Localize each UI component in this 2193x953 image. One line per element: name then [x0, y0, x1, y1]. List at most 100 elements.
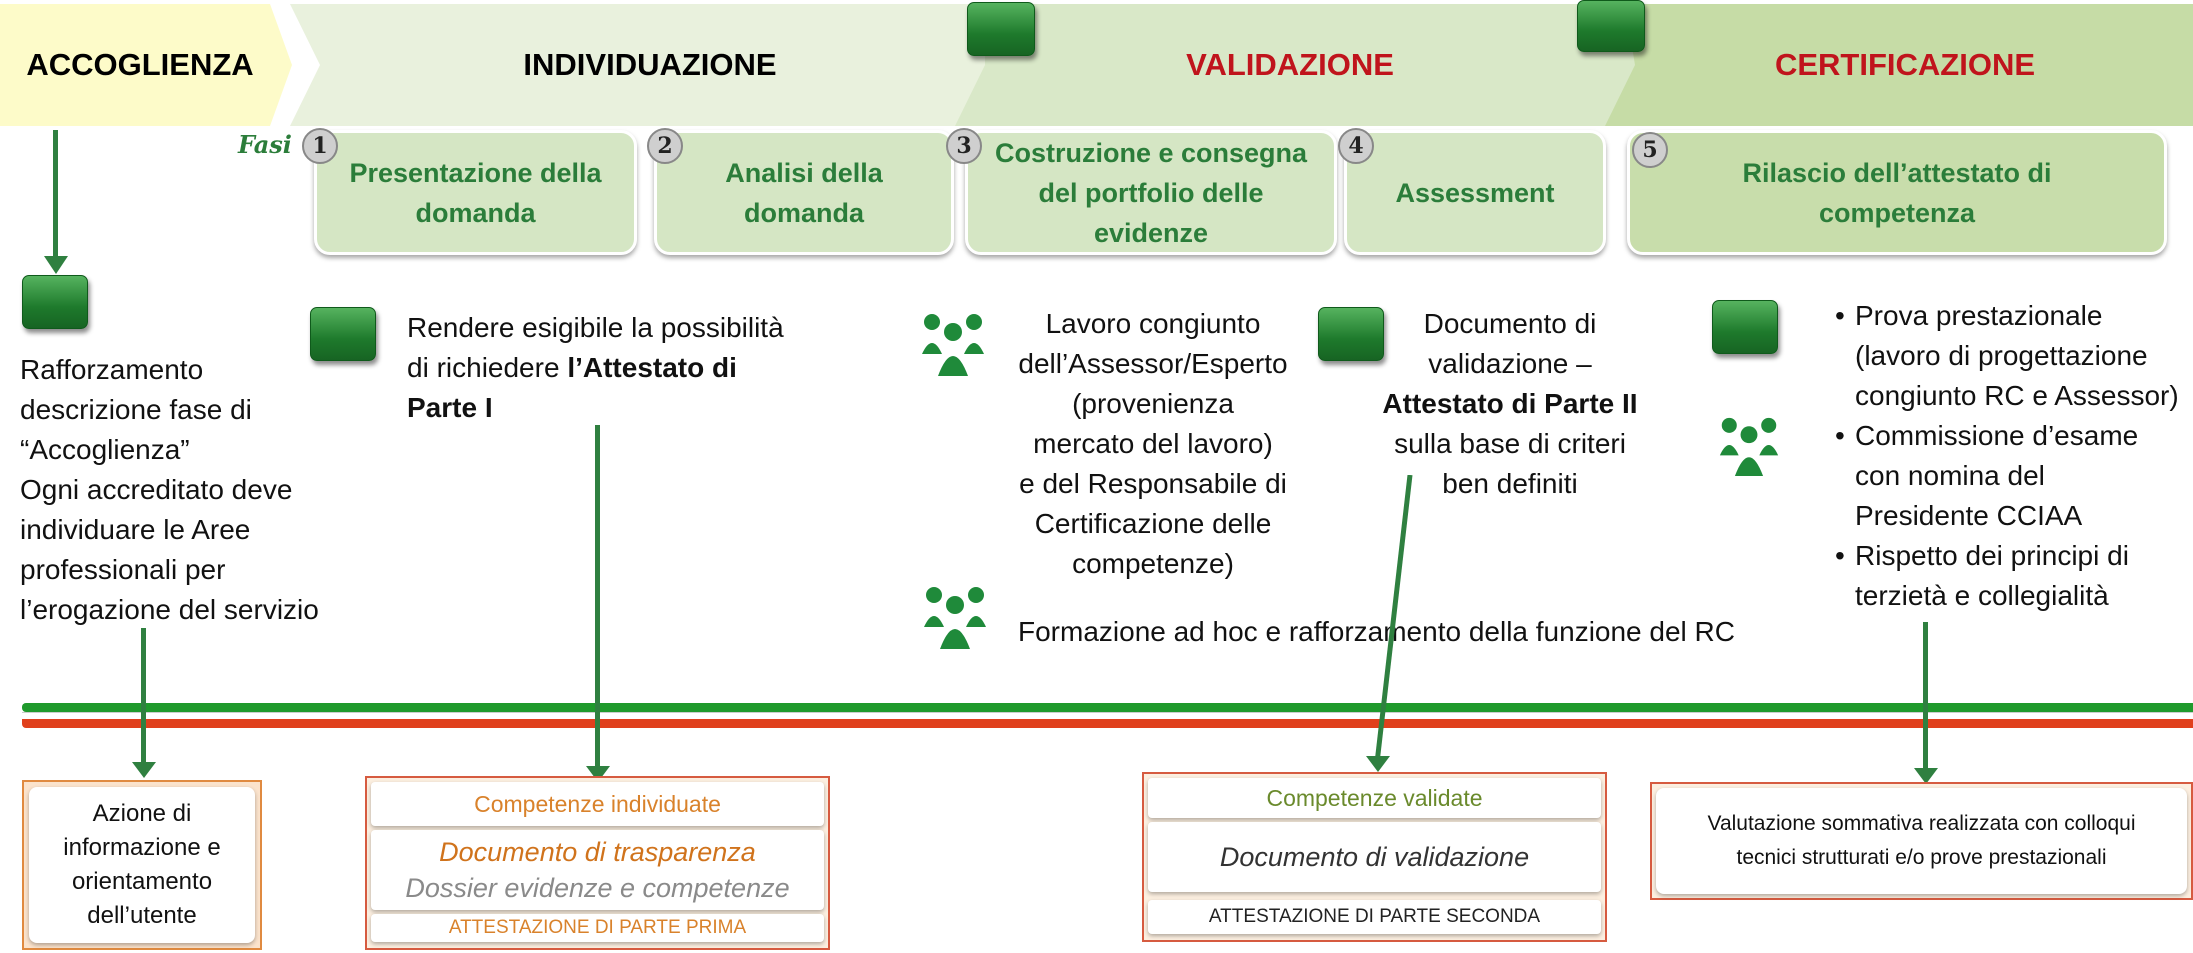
fasi-label: Fasi [238, 130, 292, 159]
step-number-1: 1 [302, 128, 338, 164]
text-line: orientamento [71, 868, 213, 895]
text-bold: Attestato di Parte II [1382, 388, 1638, 419]
chevron-accoglienza [0, 4, 292, 126]
text-line: Documento di trasparenza [439, 837, 756, 867]
output-card: Azione di informazione e orientamento de… [29, 787, 255, 943]
text-line: l’erogazione del servizio [20, 594, 319, 625]
step-2: Analisi della domanda [654, 130, 954, 255]
output-row: ATTESTAZIONE DI PARTE PRIMA [371, 914, 824, 942]
timeline-red [22, 719, 2193, 728]
phase-label: INDIVIDUAZIONE [523, 47, 777, 82]
text-line: congiunto RC e Assessor) [1855, 380, 2179, 411]
connector-line [1923, 622, 1928, 772]
output-row: Competenze validate [1148, 778, 1601, 818]
output-validazione: Competenze validate Documento di validaz… [1142, 772, 1607, 942]
phase-individuazione: INDIVIDUAZIONE [320, 4, 980, 126]
text-line: Lavoro congiunto [1045, 308, 1261, 339]
text-line: Valutazione sommativa realizzata con col… [1707, 812, 2136, 835]
text-line: (provenienza [1072, 388, 1234, 419]
validazione-description: Lavoro congiunto dell’Assessor/Esperto (… [998, 304, 1308, 584]
text-line: Rendere esigibile la possibilità [407, 312, 784, 343]
text-bold: l’Attestato di [567, 352, 737, 383]
text-line: descrizione fase di [20, 394, 252, 425]
step-number-3: 3 [946, 128, 982, 164]
connector-line [141, 628, 146, 766]
bullet-dot: • [1835, 540, 1845, 571]
text-line: Presidente CCIAA [1855, 500, 2083, 531]
arrow-head [132, 762, 156, 778]
output-row: Competenze individuate [371, 782, 824, 826]
step-4: Assessment [1344, 130, 1606, 255]
step-number-5: 5 [1632, 132, 1668, 168]
text-bold: Parte I [407, 392, 493, 423]
step-number-4: 4 [1338, 128, 1374, 164]
output-row-title: Documento di trasparenza Dossier evidenz… [371, 830, 824, 910]
connector-line [53, 130, 58, 260]
text-line: mercato del lavoro) [1033, 428, 1273, 459]
text-line: Dossier evidenze e competenze [405, 873, 790, 903]
step-label: Presentazione della domanda [349, 157, 602, 228]
step-label: Analisi della domanda [725, 157, 883, 228]
output-row-title: Documento di validazione [1148, 822, 1601, 892]
chevron-validazione [955, 4, 1655, 126]
chevron-certificazione [1605, 4, 2193, 126]
text-line: dell’Assessor/Esperto [1018, 348, 1288, 379]
text-line: Certificazione delle [1034, 508, 1272, 539]
phase-label: ACCOGLIENZA [26, 47, 254, 82]
output-card: Valutazione sommativa realizzata con col… [1656, 788, 2187, 894]
step-number-2: 2 [647, 128, 683, 164]
text-line: individuare le Aree [20, 514, 251, 545]
step-label: Rilascio dell’attestato di competenza [1742, 157, 2052, 228]
green-marker [22, 275, 88, 329]
text-line: Parte I [407, 388, 784, 428]
text-line: Ogni accreditato deve [20, 474, 293, 505]
text-line: tecnici strutturati e/o prove prestazion… [1736, 846, 2107, 869]
green-marker [1318, 307, 1384, 361]
connector-line [595, 425, 600, 770]
people-icon [920, 310, 986, 378]
text-line: sulla base di criteri [1394, 428, 1626, 459]
text-line: Commissione d’esame [1855, 420, 2139, 451]
formazione-text: Formazione ad hoc e rafforzamento della … [1018, 616, 1735, 647]
text-part: di richiedere [407, 352, 568, 383]
text-line: competenze) [1072, 548, 1234, 579]
bullet-item: • Rispetto dei principi di terzietà e co… [1835, 536, 2190, 616]
people-icon [1718, 413, 1780, 479]
text-line: ben definiti [1442, 468, 1578, 499]
text-line: di richiedere l’Attestato di [407, 348, 784, 388]
phase-chevrons [0, 4, 2193, 126]
text-line: validazione – [1428, 348, 1592, 379]
text-line: terzietà e collegialità [1855, 580, 2109, 611]
arrow-head [1914, 768, 1938, 784]
text-line: Prova prestazionale [1855, 300, 2103, 331]
phase-label: VALIDAZIONE [1186, 47, 1394, 82]
text-line: e del Responsabile di [1019, 468, 1287, 499]
accoglienza-description: Rafforzamento descrizione fase di “Accog… [20, 350, 319, 630]
connector-line-diagonal [1374, 475, 1413, 764]
text-line: Documento di [1423, 308, 1597, 339]
bullet-dot: • [1835, 420, 1845, 451]
text-line: professionali per [20, 554, 226, 585]
output-row: ATTESTAZIONE DI PARTE SECONDA [1148, 900, 1601, 934]
chevron-individuazione [290, 4, 1015, 126]
text-line: (lavoro di progettazione [1855, 340, 2148, 371]
arrow-head [1366, 756, 1390, 772]
step-3: Costruzione e consegna del portfolio del… [965, 130, 1337, 255]
bullet-dot: • [1835, 300, 1845, 331]
green-marker [967, 2, 1035, 56]
step-label: Assessment [1395, 177, 1555, 208]
output-certificazione: Valutazione sommativa realizzata con col… [1650, 782, 2193, 900]
assessment-description: Documento di validazione – Attestato di … [1370, 304, 1650, 504]
timeline-white [22, 712, 2193, 720]
bullet-item: • Prova prestazionale (lavoro di progett… [1835, 296, 2190, 416]
certificazione-bullets: • Prova prestazionale (lavoro di progett… [1835, 296, 2190, 616]
green-marker [310, 307, 376, 361]
step-label: Costruzione e consegna del portfolio del… [994, 137, 1308, 248]
timeline-green [22, 703, 2193, 712]
green-marker [1712, 300, 1778, 354]
people-icon [922, 583, 988, 651]
phase-validazione: VALIDAZIONE [990, 4, 1590, 126]
green-marker [1577, 0, 1645, 52]
phase-label: CERTIFICAZIONE [1774, 47, 2036, 82]
output-accoglienza: Azione di informazione e orientamento de… [22, 780, 262, 950]
